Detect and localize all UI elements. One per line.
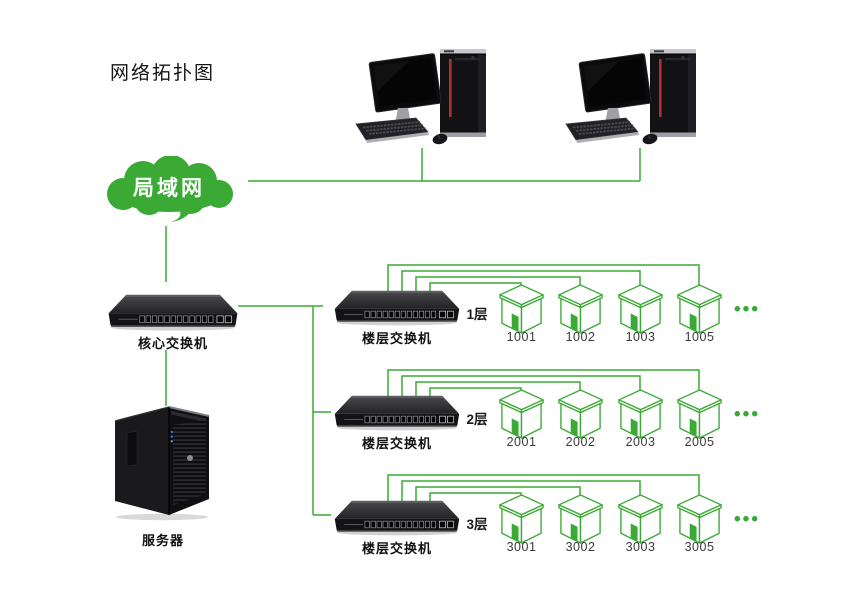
lan-to-pcs-link	[248, 148, 641, 182]
floor1-room-links	[387, 264, 700, 294]
room-label: 3003	[625, 540, 656, 554]
more-rooms-ellipsis: •••	[734, 299, 760, 320]
desktop-pc-icon	[352, 40, 494, 148]
desktop-pc-icon	[562, 40, 704, 148]
room-building-icon	[617, 284, 664, 335]
room-label: 2001	[506, 435, 537, 449]
room-label: 3005	[684, 540, 715, 554]
floor2-switch-icon	[331, 391, 463, 431]
floor2-tag: 2层	[466, 412, 488, 427]
room-building-icon	[557, 494, 604, 545]
room-building-icon	[498, 389, 545, 440]
floor1-switch-label: 楼层交换机	[361, 331, 432, 346]
page-title: 网络拓扑图	[110, 63, 216, 84]
server-label: 服务器	[141, 533, 184, 548]
room-label: 3002	[565, 540, 596, 554]
room-label: 2002	[565, 435, 596, 449]
room-label: 1001	[506, 330, 537, 344]
floor1-switch-icon	[331, 286, 463, 326]
room-label: 1002	[565, 330, 596, 344]
core-trunk-link	[238, 305, 331, 516]
floor3-switch-icon	[331, 496, 463, 536]
room-label: 3001	[506, 540, 537, 554]
room-building-icon	[617, 494, 664, 545]
room-building-icon	[676, 389, 723, 440]
room-label: 2003	[625, 435, 656, 449]
core-switch-icon	[104, 290, 242, 331]
room-label: 1003	[625, 330, 656, 344]
room-building-icon	[617, 389, 664, 440]
floor2-room-links	[387, 369, 700, 399]
floor3-switch-label: 楼层交换机	[361, 541, 432, 556]
room-label: 2005	[684, 435, 715, 449]
floor1-tag: 1层	[466, 307, 488, 322]
core-switch-label: 核心交换机	[137, 336, 208, 351]
room-building-icon	[676, 494, 723, 545]
more-rooms-ellipsis: •••	[734, 509, 760, 530]
lan-cloud-label: 局域网	[133, 177, 205, 200]
room-label: 1005	[684, 330, 715, 344]
room-building-icon	[498, 284, 545, 335]
server-icon	[110, 402, 216, 522]
floor3-tag: 3层	[466, 517, 488, 532]
lan-cloud-icon	[93, 156, 245, 222]
floor2-switch-label: 楼层交换机	[361, 436, 432, 451]
room-building-icon	[498, 494, 545, 545]
room-building-icon	[676, 284, 723, 335]
room-building-icon	[557, 389, 604, 440]
room-building-icon	[557, 284, 604, 335]
more-rooms-ellipsis: •••	[734, 404, 760, 425]
floor3-room-links	[387, 474, 700, 504]
